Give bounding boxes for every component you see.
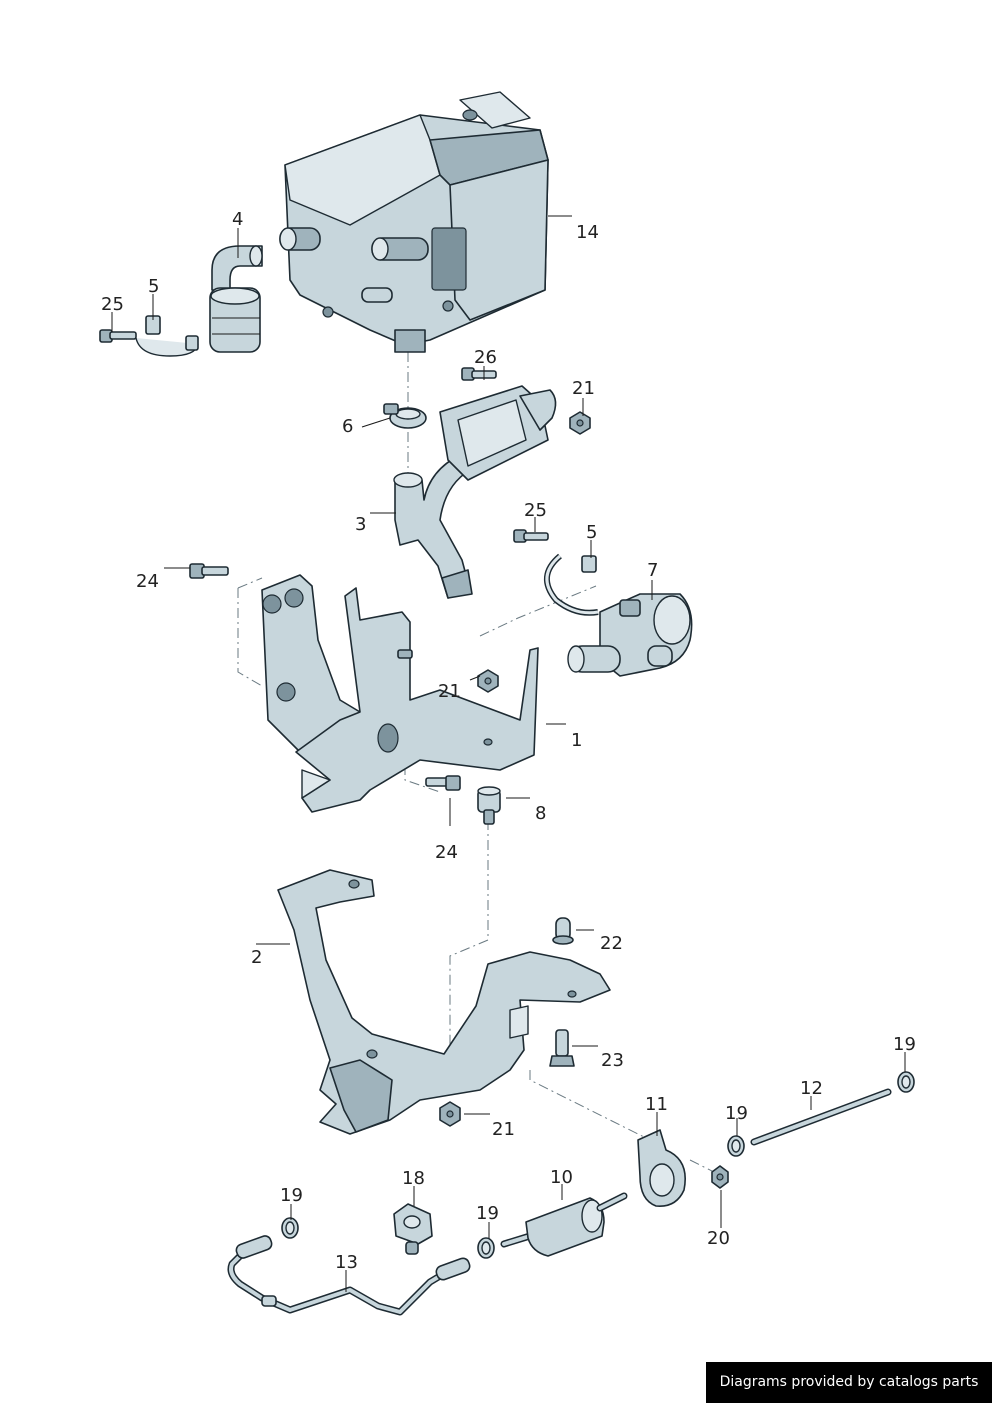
nut-part-21-middle	[477, 669, 499, 693]
callout-24-upper: 24	[136, 571, 159, 592]
callout-5-upper: 5	[148, 276, 159, 297]
clamp-part-5-upper	[135, 315, 199, 357]
bolt-part-23	[549, 1029, 575, 1067]
silencer-part-3	[439, 385, 557, 481]
clamp-part-5-middle	[544, 553, 599, 616]
callout-13: 13	[335, 1252, 358, 1273]
callout-labels: 14 4 5 25 26 21 6 3 25 5 7 24 21 1 8 24 …	[101, 209, 916, 1273]
callout-21-lower: 21	[492, 1119, 515, 1140]
hose-clip-part-19-d	[281, 1217, 299, 1239]
nut-part-21-lower	[439, 1101, 461, 1127]
nut-part-21-upper	[569, 411, 591, 435]
callout-10: 10	[550, 1167, 573, 1188]
callout-25-middle: 25	[524, 500, 547, 521]
screw-part-24-upper	[189, 563, 229, 579]
callout-8: 8	[535, 803, 546, 824]
exhaust-pipe-part-3	[393, 454, 473, 599]
callout-20: 20	[707, 1228, 730, 1249]
screw-part-24-lower	[425, 775, 461, 791]
callout-14: 14	[576, 222, 599, 243]
fuel-line-part-13	[227, 1235, 471, 1316]
callout-7: 7	[647, 560, 658, 581]
hose-clip-part-19-b	[727, 1135, 745, 1157]
screw-part-25-middle	[513, 529, 549, 543]
rubber-mount-part-8	[477, 786, 501, 825]
callout-18: 18	[402, 1168, 425, 1189]
nut-part-20	[711, 1165, 729, 1189]
callout-21-upper: 21	[572, 378, 595, 399]
callout-22: 22	[600, 933, 623, 954]
callout-19-mid: 19	[725, 1103, 748, 1124]
fuel-line-part-12	[750, 1088, 892, 1146]
hose-clip-part-19-c	[477, 1237, 495, 1259]
bracket-part-1	[261, 574, 539, 813]
callout-1: 1	[571, 730, 582, 751]
callout-26: 26	[474, 347, 497, 368]
hose-clip-part-19-a	[897, 1071, 915, 1093]
line-holder-part-18	[393, 1203, 433, 1255]
screw-part-25-upper	[99, 329, 137, 343]
callout-11: 11	[645, 1094, 668, 1115]
pump-holder-part-11	[637, 1129, 686, 1207]
screw-part-26	[461, 367, 497, 381]
credit-banner: Diagrams provided by catalogs parts	[706, 1362, 992, 1403]
callout-12: 12	[800, 1078, 823, 1099]
dosing-pump-part-10	[500, 1192, 628, 1257]
callout-19-right: 19	[893, 1034, 916, 1055]
bolt-part-22	[552, 917, 574, 945]
coolant-pump-part-7	[567, 593, 693, 677]
hose-clip-part-6	[383, 403, 427, 429]
callout-4: 4	[232, 209, 243, 230]
support-frame-part-2	[277, 869, 611, 1135]
callout-2: 2	[251, 947, 262, 968]
callout-23: 23	[601, 1050, 624, 1071]
callout-3: 3	[355, 514, 366, 535]
callout-25-upper: 25	[101, 294, 124, 315]
callout-24-lower: 24	[435, 842, 458, 863]
assembly-lines	[237, 352, 721, 1176]
callout-19-left: 19	[280, 1185, 303, 1206]
callout-21-middle: 21	[438, 681, 461, 702]
callout-5-middle: 5	[586, 522, 597, 543]
heater-unit-part-14	[279, 91, 549, 353]
leader-lines	[111, 215, 906, 1292]
callout-19-lower: 19	[476, 1203, 499, 1224]
callout-6: 6	[342, 416, 353, 437]
elbow-hose-part-4	[209, 245, 263, 353]
